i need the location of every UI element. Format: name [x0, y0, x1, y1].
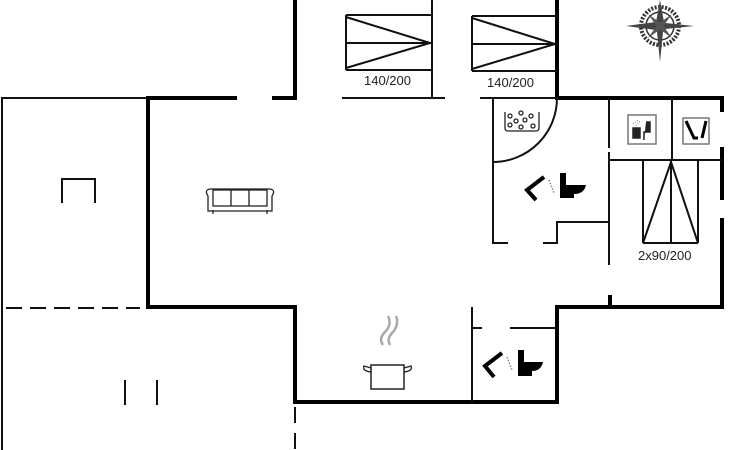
jacuzzi-icon	[504, 110, 540, 132]
interior-walls	[342, 0, 722, 402]
bed-size-label: 2x90/200	[638, 248, 692, 263]
sofa-icon	[205, 188, 275, 214]
exterior-walls	[146, 0, 724, 404]
shower-icon-lower	[482, 351, 513, 379]
bed-2	[471, 15, 559, 72]
toilet-icon-lower	[518, 350, 543, 376]
compass-rose-icon	[626, 0, 694, 62]
bed-size-label: 140/200	[487, 75, 534, 90]
cooking-pot-icon	[363, 315, 412, 390]
washing-machine-icon	[682, 117, 710, 145]
bed-3	[642, 158, 699, 244]
bed-1	[345, 14, 434, 71]
shower-icon	[524, 175, 555, 202]
annex-walls	[1, 97, 296, 450]
sauna-icon	[627, 114, 657, 145]
bed-size-label: 140/200	[364, 73, 411, 88]
toilet-icon	[560, 173, 586, 198]
